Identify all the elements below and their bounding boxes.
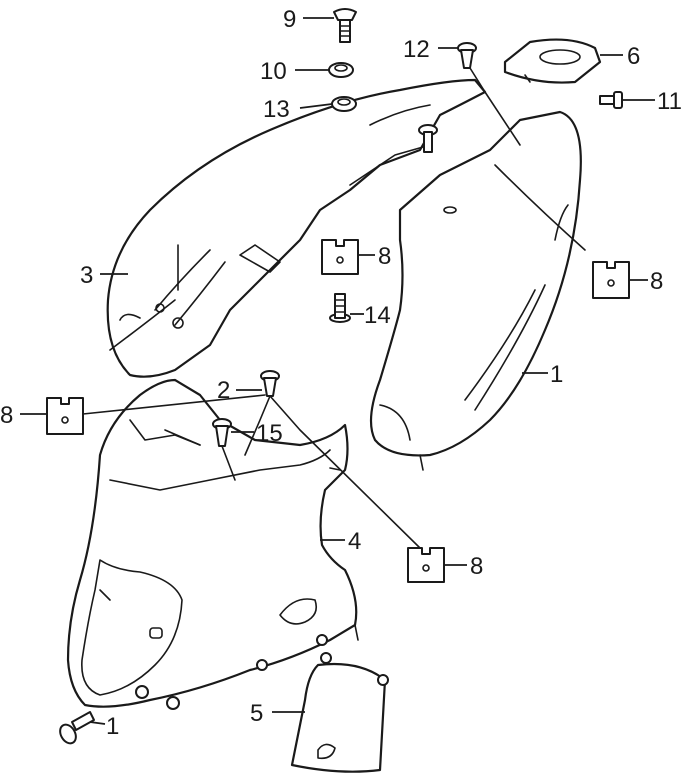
callout-15: 15 <box>256 420 283 447</box>
part-12-rivet <box>457 42 477 69</box>
part-5-lid <box>290 652 389 773</box>
callout-1b: 1 <box>106 713 119 740</box>
callout-8-c: 8 <box>0 402 13 429</box>
callout-8-d: 8 <box>470 553 483 580</box>
callout-12: 12 <box>403 36 430 63</box>
part-8-clip-a <box>321 239 359 275</box>
part-9-screw <box>333 8 357 43</box>
callout-14: 14 <box>364 302 391 329</box>
callout-labels: 1 1 2 3 4 5 6 8 8 8 8 9 10 11 12 13 14 1… <box>0 6 682 740</box>
part-8-clip-b <box>592 261 630 299</box>
part-8-clip-d <box>407 547 445 583</box>
callout-4: 4 <box>348 528 361 555</box>
part-1-body-cover <box>369 110 586 471</box>
assembly-guide-lines <box>82 67 521 549</box>
screw-upper-center <box>418 124 438 153</box>
callout-9: 9 <box>283 6 296 33</box>
callout-8-a: 8 <box>378 243 391 270</box>
callout-13: 13 <box>263 96 290 123</box>
callout-1: 1 <box>550 361 563 388</box>
callout-8-b: 8 <box>650 268 663 295</box>
callout-2: 2 <box>217 377 230 404</box>
part-11-bolt <box>599 91 623 109</box>
part-13-washer <box>331 96 357 112</box>
part-15-rivet <box>212 418 232 447</box>
part-4-front-cover <box>66 378 359 710</box>
callout-5: 5 <box>250 700 263 727</box>
part-10-washer <box>328 62 354 78</box>
part-6-cap <box>503 38 602 84</box>
part-2-rivet <box>260 370 280 397</box>
part-8-clip-c <box>46 397 84 435</box>
callout-6: 6 <box>627 43 640 70</box>
callout-3: 3 <box>80 262 93 289</box>
part-1b-rivet <box>59 711 95 745</box>
leader-lines <box>20 17 655 725</box>
part-14-screw <box>329 293 351 323</box>
callout-11: 11 <box>657 88 682 115</box>
callout-10: 10 <box>260 58 287 85</box>
